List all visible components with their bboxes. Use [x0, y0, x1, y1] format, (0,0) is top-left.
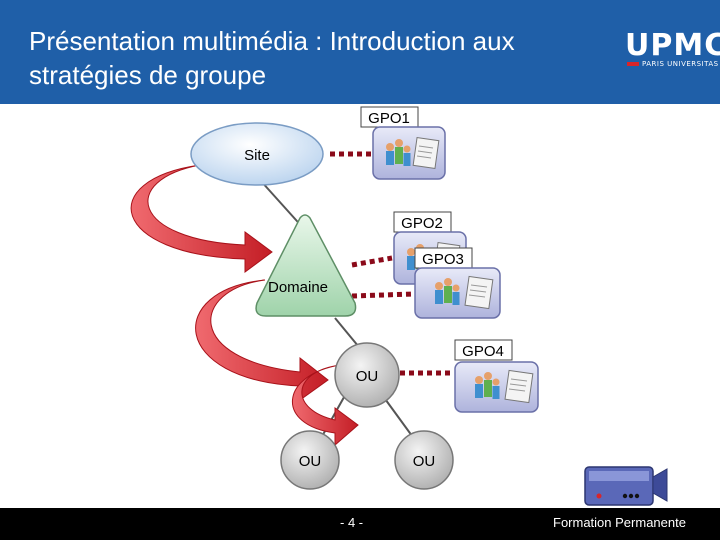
gpo-users-icon [475, 372, 500, 399]
gpo-document-icon [412, 137, 440, 169]
ou-label: OU [356, 368, 379, 385]
ou-node-parent: OU [334, 342, 400, 408]
gpo-label: GPO2 [401, 215, 443, 232]
ou-node-left: OU [280, 430, 340, 490]
footer-label: Formation Permanente [553, 515, 686, 530]
domain-node: Domaine [255, 214, 357, 317]
site-label: Site [244, 147, 270, 164]
page-number: - 4 - [340, 515, 364, 530]
gpo-document-icon [504, 369, 534, 404]
video-camera-icon[interactable] [584, 466, 668, 506]
upmc-logo: UPMC PARIS UNIVERSITAS [622, 30, 720, 74]
gpo-diagram: Site Domaine OU OU OU GPO1 GPO [130, 106, 668, 506]
ou-node-right: OU [394, 430, 454, 490]
gpo-label: GPO1 [368, 110, 410, 127]
gpo-label: GPO4 [462, 343, 504, 360]
gpo1: GPO1 [360, 106, 446, 180]
gpo4: GPO4 [454, 339, 539, 413]
logo-subtitle: PARIS UNIVERSITAS [627, 60, 719, 68]
domain-label: Domaine [268, 279, 328, 296]
gpo-document-icon [464, 275, 494, 310]
gpo-label: GPO3 [422, 251, 464, 268]
gpo-users-icon [435, 278, 460, 305]
site-node: Site [190, 122, 324, 186]
inheritance-arrows [130, 164, 359, 447]
gpo3: GPO3 [414, 247, 501, 319]
slide-title: Présentation multimédia : Introduction a… [29, 26, 515, 90]
ou-label: OU [413, 453, 436, 470]
ou-label: OU [299, 453, 322, 470]
gpo-users-icon [386, 139, 411, 166]
title-bar: Présentation multimédia : Introduction a… [0, 0, 720, 104]
arrow-site-to-domain [130, 164, 273, 273]
logo-text: UPMC [625, 28, 720, 63]
gpo-link-dots [330, 151, 452, 376]
arrow-domain-to-ou [195, 279, 329, 401]
footer-bar [0, 508, 720, 540]
